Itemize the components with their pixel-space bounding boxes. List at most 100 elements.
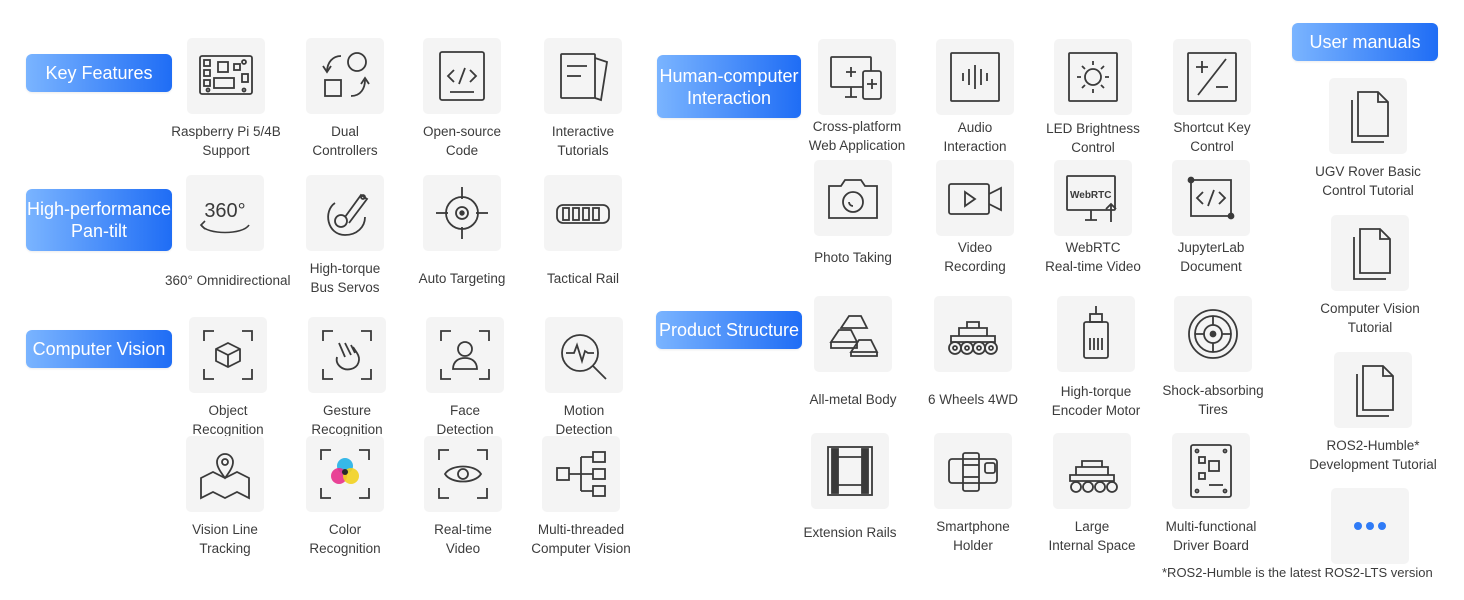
- computer-vision-label: Computer Vision: [26, 330, 172, 368]
- product-structure-label: Product Structure: [656, 311, 802, 349]
- six-wheels-icon: [948, 321, 998, 355]
- motor-icon: [1083, 306, 1109, 359]
- rotation-360-icon: 360°: [199, 200, 250, 234]
- feature-extension-rails: Extension Rails: [790, 433, 910, 542]
- document-stack-icon: [1353, 228, 1391, 280]
- feature-omnidirectional-caption: 360° Omnidirectional: [165, 273, 291, 288]
- hand-scan-icon: [322, 330, 372, 380]
- code-icon: [439, 51, 485, 101]
- feature-omnidirectional: 360° 360° Omnidirectional: [165, 175, 291, 290]
- webrtc-monitor-icon: WebRTC: [1066, 175, 1117, 222]
- feature-auto-targeting-caption: Auto Targeting: [418, 271, 506, 286]
- map-pin-icon: [200, 453, 250, 500]
- feature-wheels: 6 Wheels 4WD: [913, 296, 1033, 409]
- devices-icon: [830, 56, 882, 100]
- video-camera-icon: [948, 183, 1002, 215]
- motion-search-icon: [561, 334, 607, 380]
- feature-metal-body: All-metal Body: [793, 296, 913, 409]
- circuit-board-icon: [199, 55, 253, 95]
- pan-tilt-label: High-performance Pan-tilt: [26, 189, 172, 251]
- eye-scan-icon: [438, 449, 488, 499]
- hci-text-line1: Human-computer: [659, 65, 799, 86]
- feature-metal-body-caption: All-metal Body: [809, 392, 897, 407]
- product-structure-text: Product Structure: [658, 320, 800, 340]
- face-scan-icon: [440, 330, 490, 380]
- driver-board-icon: [1190, 444, 1232, 498]
- color-scan-icon: [320, 449, 370, 499]
- pan-tilt-text-line1: High-performance: [26, 199, 172, 219]
- tire-icon: [1188, 309, 1238, 359]
- user-manuals-text: User manuals: [1309, 32, 1421, 52]
- camera-icon: [828, 179, 878, 219]
- feature-auto-targeting: Auto Targeting: [402, 175, 522, 288]
- manual-ros2-tutorial-caption: ROS2-Humble*Development Tutorial: [1309, 438, 1437, 472]
- manual-more[interactable]: [1305, 488, 1435, 564]
- document-stack-icon: [1356, 365, 1394, 417]
- cube-scan-icon: [203, 330, 253, 380]
- code-window-icon: [1187, 176, 1235, 220]
- hierarchy-icon: [556, 451, 606, 497]
- svg-text:WebRTC: WebRTC: [1070, 190, 1111, 201]
- brightness-icon: [1068, 52, 1118, 102]
- svg-text:360°: 360°: [204, 200, 245, 222]
- rail-icon: [556, 204, 610, 224]
- feature-wheels-caption: 6 Wheels 4WD: [927, 392, 1019, 407]
- manual-ros2-tutorial[interactable]: ROS2-Humble*Development Tutorial: [1308, 352, 1438, 474]
- rover-space-icon: [1069, 460, 1118, 493]
- feature-photo-caption: Photo Taking: [814, 250, 892, 265]
- hci-label: Human-computer Interaction: [657, 55, 801, 118]
- key-features-label: Key Features: [26, 54, 172, 92]
- feature-extension-rails-caption: Extension Rails: [803, 525, 897, 540]
- key-features-text: Key Features: [45, 63, 153, 83]
- crosshair-icon: [436, 187, 488, 239]
- servo-icon: [327, 193, 369, 236]
- feature-photo: Photo Taking: [793, 160, 913, 267]
- pan-tilt-text-line2: Pan-tilt: [70, 221, 128, 241]
- phone-holder-icon: [948, 452, 998, 492]
- user-manuals-label: User manuals: [1292, 23, 1438, 61]
- metal-bars-icon: [829, 315, 879, 357]
- document-stack-icon: [1351, 91, 1389, 143]
- plus-minus-icon: [1187, 52, 1237, 102]
- dual-controllers-icon: [322, 52, 370, 97]
